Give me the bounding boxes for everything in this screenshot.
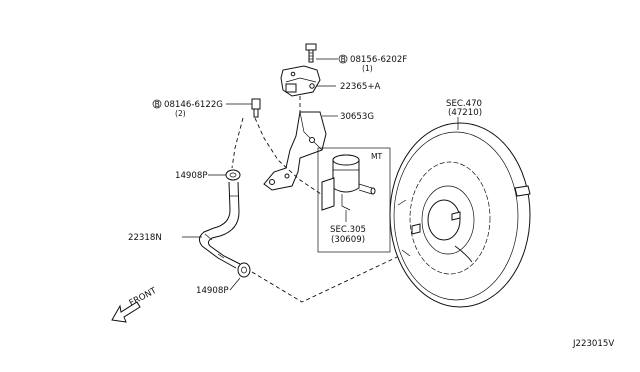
- label-bracket: 30653G: [340, 112, 374, 122]
- brake-booster: [389, 122, 531, 308]
- label-front: FRONT: [128, 286, 159, 309]
- bolt-symbol-left: B: [152, 99, 162, 109]
- dash-bolt-to-bracket: [254, 117, 331, 201]
- front-arrow-icon: [111, 301, 141, 323]
- label-booster-sec: SEC.470: [446, 99, 482, 109]
- svg-text:B: B: [341, 55, 346, 64]
- clamp-lower: [237, 262, 251, 278]
- leader-clamp-lower: [229, 277, 241, 291]
- label-reservoir-ref: (30609): [331, 235, 365, 245]
- dash-clamp-to-booster: [251, 249, 413, 303]
- bracket: [263, 111, 327, 191]
- label-bolt-top-qty: (1): [362, 64, 373, 73]
- mt-box: [317, 147, 391, 253]
- pressure-sensor: [280, 65, 321, 97]
- dash-bolt-to-clamp: [231, 117, 244, 169]
- label-sensor: 22365+A: [340, 82, 381, 92]
- label-clamp-upper: 14908P: [175, 171, 208, 181]
- label-bolt-left-qty: (2): [175, 109, 186, 118]
- vacuum-hose: [198, 181, 241, 269]
- clutch-reservoir: [321, 154, 376, 211]
- bolt-top: [305, 43, 317, 63]
- bolt-left: [251, 98, 261, 118]
- label-bolt-left-part: 08146-6122G: [164, 100, 223, 110]
- diagram-id: J223015V: [572, 339, 614, 349]
- label-hose: 22318N: [128, 233, 162, 243]
- label-booster-ref: (47210): [448, 108, 482, 118]
- bolt-symbol-top: B: [338, 54, 348, 64]
- label-mt: MT: [371, 152, 383, 161]
- clamp-upper: [225, 169, 241, 181]
- label-bolt-top-part: 08156-6202F: [350, 55, 407, 65]
- label-reservoir-sec: SEC.305: [330, 225, 366, 235]
- label-clamp-lower: 14908P: [196, 286, 229, 296]
- svg-text:B: B: [155, 100, 160, 109]
